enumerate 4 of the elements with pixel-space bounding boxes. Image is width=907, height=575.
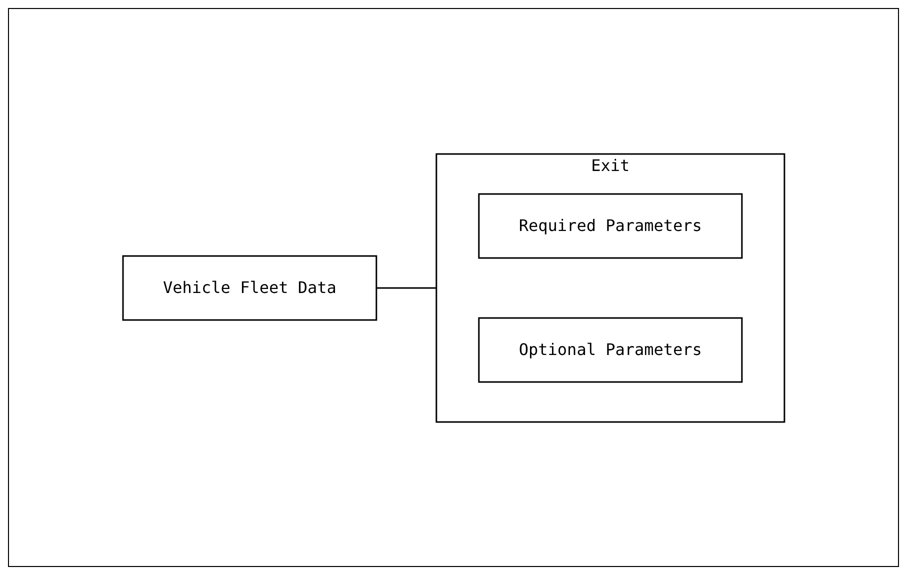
node-box: Optional Parameters: [478, 316, 742, 382]
node-box: Vehicle Fleet Data: [122, 254, 377, 320]
node-box: Required Parameters: [478, 192, 742, 258]
connector: [376, 286, 436, 288]
